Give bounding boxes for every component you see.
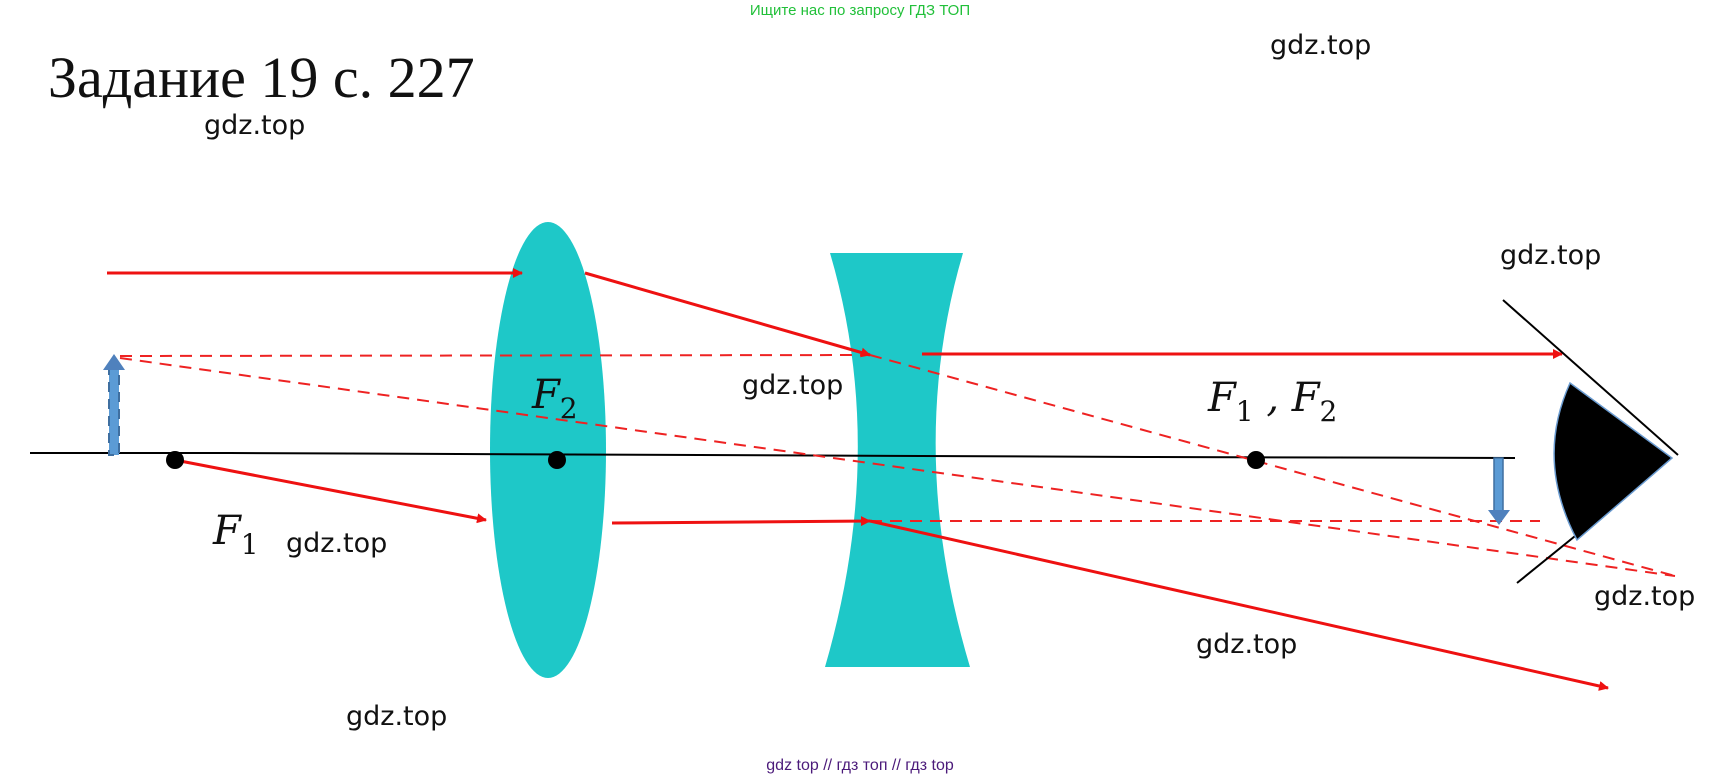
dashed-ray-parallel-top: [119, 354, 871, 357]
page-title: Задание 19 с. 227: [48, 45, 475, 110]
focus-label-f1-f2: F1 , F2: [1208, 375, 1338, 428]
converging-lens: [490, 222, 606, 678]
watermark: gdz.top: [1500, 240, 1602, 271]
ray-outgoing-lower: [869, 519, 1609, 691]
watermark: gdz.top: [742, 370, 844, 401]
optical-axis: [30, 452, 1516, 459]
watermark: gdz.top: [204, 110, 306, 141]
search-banner: Ищите нас по запросу ГДЗ ТОП: [749, 2, 971, 19]
object-arrow: [103, 354, 125, 456]
focus-label-f1-left: F1: [213, 508, 259, 561]
watermark: gdz.top: [1270, 30, 1372, 61]
watermark: gdz.top: [346, 701, 448, 732]
eye-icon: [1502, 299, 1679, 584]
ray-refracted-top: [584, 271, 871, 358]
image-arrow: [1488, 457, 1510, 525]
focus-label-f2: F2: [532, 372, 578, 425]
dashed-ray-diagonal: [119, 357, 1676, 577]
watermark: gdz.top: [1196, 629, 1298, 660]
watermark: gdz.top: [1594, 581, 1696, 612]
ray-parallel-lower: [611, 516, 871, 527]
diverging-lens: [825, 253, 970, 667]
focus-point-f1-left: [166, 451, 184, 469]
focus-point-f1-f2-right: [1247, 451, 1265, 469]
watermark: gdz.top: [286, 528, 388, 559]
focus-point-f2: [548, 451, 566, 469]
ray-from-f1: [174, 458, 487, 524]
footer-watermark: gdz top // гдз топ // гдз top: [766, 757, 954, 774]
